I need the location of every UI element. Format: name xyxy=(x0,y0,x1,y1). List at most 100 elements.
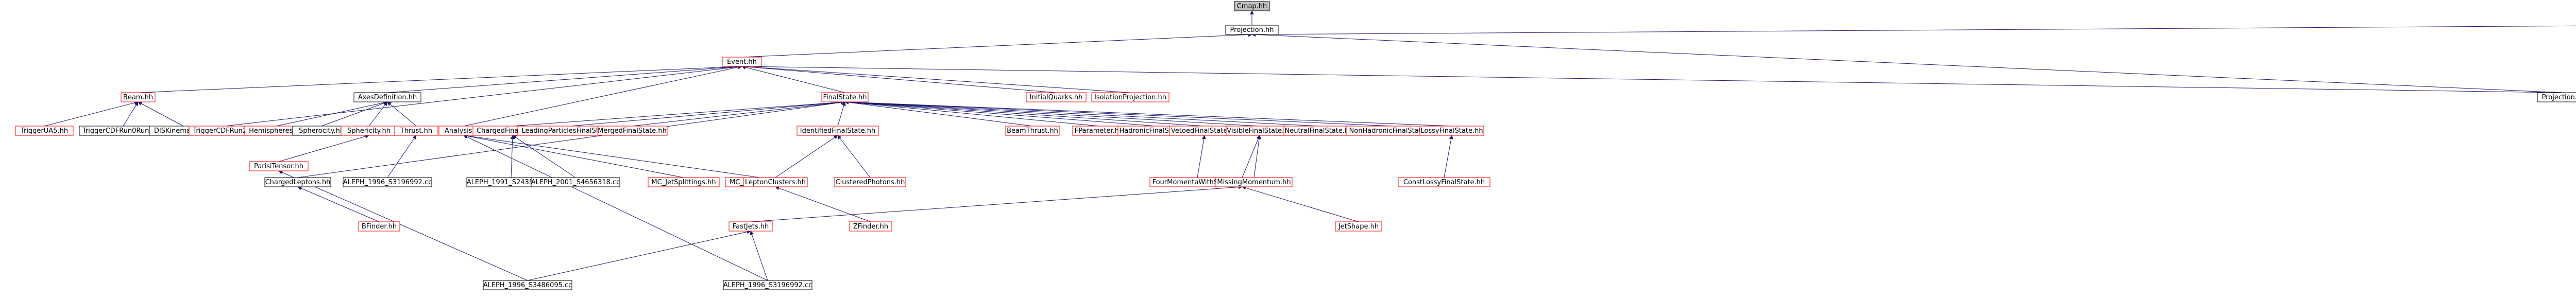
node-label: LossyFinalState.hh xyxy=(1420,127,1483,135)
dependency-edges xyxy=(44,10,2576,281)
dependency-edge xyxy=(276,100,388,127)
dependency-edge xyxy=(463,134,760,178)
graph-node-zfinder[interactable]: ZFinder.hh xyxy=(849,221,892,232)
dependency-edge xyxy=(750,185,1243,222)
graph-node-thrust[interactable]: Thrust.hh xyxy=(394,126,438,136)
graph-node-clusteredphotons[interactable]: ClusteredPhotons.hh xyxy=(834,177,906,187)
graph-node-neutralfinalstate[interactable]: NeutralFinalState.hh xyxy=(1283,126,1354,136)
dependency-edge xyxy=(844,100,1452,127)
node-label: ALEPH_2001_S4656318.cc xyxy=(531,179,620,186)
graph-node-mc_jetsplittings[interactable]: MC_JetSplittings.hh xyxy=(648,177,720,187)
node-label: Hemispheres.hh xyxy=(249,127,303,135)
graph-node-mergedfinalstate[interactable]: MergedFinalState.hh xyxy=(597,126,668,136)
node-label: InitialQuarks.hh xyxy=(1030,94,1083,101)
graph-node-spherocity[interactable]: Spherocity.hh xyxy=(292,126,351,136)
node-label: Projection.cc xyxy=(2542,94,2576,101)
node-label: IdentifiedFinalState.hh xyxy=(800,127,875,135)
node-box xyxy=(394,126,438,136)
dependency-edge xyxy=(278,134,369,162)
node-box xyxy=(722,57,762,67)
graph-node-leptonclusters[interactable]: LeptonClusters.hh xyxy=(743,177,808,187)
node-label: MergedFinalState.hh xyxy=(598,127,667,135)
dependency-edge xyxy=(741,64,1057,93)
node-box xyxy=(723,280,812,290)
graph-node-jetshape[interactable]: JetShape.hh xyxy=(1335,221,1382,232)
node-box xyxy=(1215,177,1293,187)
graph-node-chargedleptons[interactable]: ChargedLeptons.hh xyxy=(264,177,331,187)
graph-node-aleph_1996_s3196992[interactable]: ALEPH_1996_S3196992.cc xyxy=(343,177,432,187)
node-box xyxy=(531,177,620,187)
node-label: ClusteredPhotons.hh xyxy=(836,179,905,186)
graph-node-identifiedfinalstate[interactable]: IdentifiedFinalState.hh xyxy=(796,126,879,136)
dependency-edge xyxy=(837,101,846,127)
node-box xyxy=(1335,221,1382,232)
graph-node-visiblefinalstate[interactable]: VisibleFinalState.hh xyxy=(1226,126,1294,136)
dependency-edge xyxy=(321,101,388,127)
node-box xyxy=(15,126,74,136)
graph-nodes: Cmap.hhProjection.hhProjectionHandler.cc… xyxy=(15,1,2576,290)
node-label: BFinder.hh xyxy=(362,223,397,231)
graph-node-initialquarks[interactable]: InitialQuarks.hh xyxy=(1026,92,1087,102)
node-box xyxy=(353,92,421,102)
graph-node-lossyfinalstate[interactable]: LossyFinalState.hh xyxy=(1419,126,1484,136)
node-box xyxy=(597,126,668,136)
dependency-edge xyxy=(123,101,139,127)
dependency-edge xyxy=(741,64,2564,93)
dependency-edge xyxy=(844,100,1205,127)
node-label: FastJets.hh xyxy=(733,223,769,231)
dependency-edge xyxy=(463,65,742,127)
dependency-edge xyxy=(1253,135,1262,178)
graph-node-sphericity[interactable]: Sphericity.hh xyxy=(341,126,397,136)
graph-node-isolationprojection[interactable]: IsolationProjection.hh xyxy=(1091,92,1170,102)
graph-node-missingmomentum[interactable]: MissingMomentum.hh xyxy=(1215,177,1293,187)
dependency-edge xyxy=(844,100,1260,127)
graph-node-projection[interactable]: Projection.hh xyxy=(1225,25,1279,35)
graph-node-aleph_1996_s3196992_b[interactable]: ALEPH_1996_S3196992.cc xyxy=(723,280,812,290)
node-label: ParisiTensor.hh xyxy=(254,163,303,170)
node-label: Sphericity.hh xyxy=(347,127,391,135)
node-label: LeadingParticlesFinalState.hh xyxy=(521,127,620,135)
dependency-edge xyxy=(387,101,417,127)
node-label: ConstLossyFinalState.hh xyxy=(1403,179,1485,186)
graph-node-nonhadronicfinalstate[interactable]: NonHadronicFinalState.hh xyxy=(1346,126,1439,136)
node-label: JetShape.hh xyxy=(1338,223,1379,231)
node-box xyxy=(1225,25,1279,35)
graph-node-fparameter[interactable]: FParameter.hh xyxy=(1072,126,1126,136)
graph-node-event[interactable]: Event.hh xyxy=(722,57,762,67)
dependency-edge xyxy=(1251,32,2564,93)
dependency-edge xyxy=(463,135,768,281)
graph-node-triggercdfrun2[interactable]: TriggerCDFRun2.hh xyxy=(189,126,262,136)
graph-node-beam[interactable]: Beam.hh xyxy=(121,92,156,102)
graph-node-constlossyfinalstate[interactable]: ConstLossyFinalState.hh xyxy=(1398,177,1490,187)
graph-node-aleph_1996_s3486095[interactable]: ALEPH_1996_S3486095.cc xyxy=(483,280,572,290)
dependency-edge xyxy=(1251,25,2576,37)
node-label: ALEPH_1996_S3486095.cc xyxy=(483,282,572,289)
node-box xyxy=(1026,92,1087,102)
dependency-edge xyxy=(632,100,845,127)
node-box xyxy=(1234,1,1270,11)
graph-node-projection_cc[interactable]: Projection.cc xyxy=(2537,92,2576,102)
dependency-edge xyxy=(775,186,871,222)
graph-node-aleph_2001_s4656318[interactable]: ALEPH_2001_S4656318.cc xyxy=(531,177,620,187)
dependency-edge xyxy=(844,100,1157,127)
graph-node-beamthrust[interactable]: BeamThrust.hh xyxy=(1005,126,1060,136)
dependency-edge xyxy=(741,65,845,93)
node-box xyxy=(821,92,869,102)
graph-node-bfinder[interactable]: BFinder.hh xyxy=(358,221,400,232)
dependency-edge xyxy=(225,64,742,127)
graph-node-cmap[interactable]: Cmap.hh xyxy=(1234,1,1270,11)
node-label: Cmap.hh xyxy=(1237,3,1267,10)
graph-node-vetoedfinalstate[interactable]: VetoedFinalState.hh xyxy=(1169,126,1240,136)
graph-node-finalstate[interactable]: FinalState.hh xyxy=(821,92,869,102)
graph-node-hemispheres[interactable]: Hemispheres.hh xyxy=(244,126,308,136)
graph-node-fastjets[interactable]: FastJets.hh xyxy=(728,221,773,232)
graph-node-triggerua5[interactable]: TriggerUA5.hh xyxy=(15,126,74,136)
graph-node-axesdefinition[interactable]: AxesDefinition.hh xyxy=(353,92,421,102)
node-label: FParameter.hh xyxy=(1075,127,1124,135)
graph-node-paretensor[interactable]: ParisiTensor.hh xyxy=(249,161,309,171)
node-label: ALEPH_1996_S3196992.cc xyxy=(343,179,432,186)
node-label: Projection.hh xyxy=(1230,26,1274,34)
node-box xyxy=(264,177,331,187)
node-box xyxy=(358,221,400,232)
node-label: VetoedFinalState.hh xyxy=(1171,127,1238,135)
